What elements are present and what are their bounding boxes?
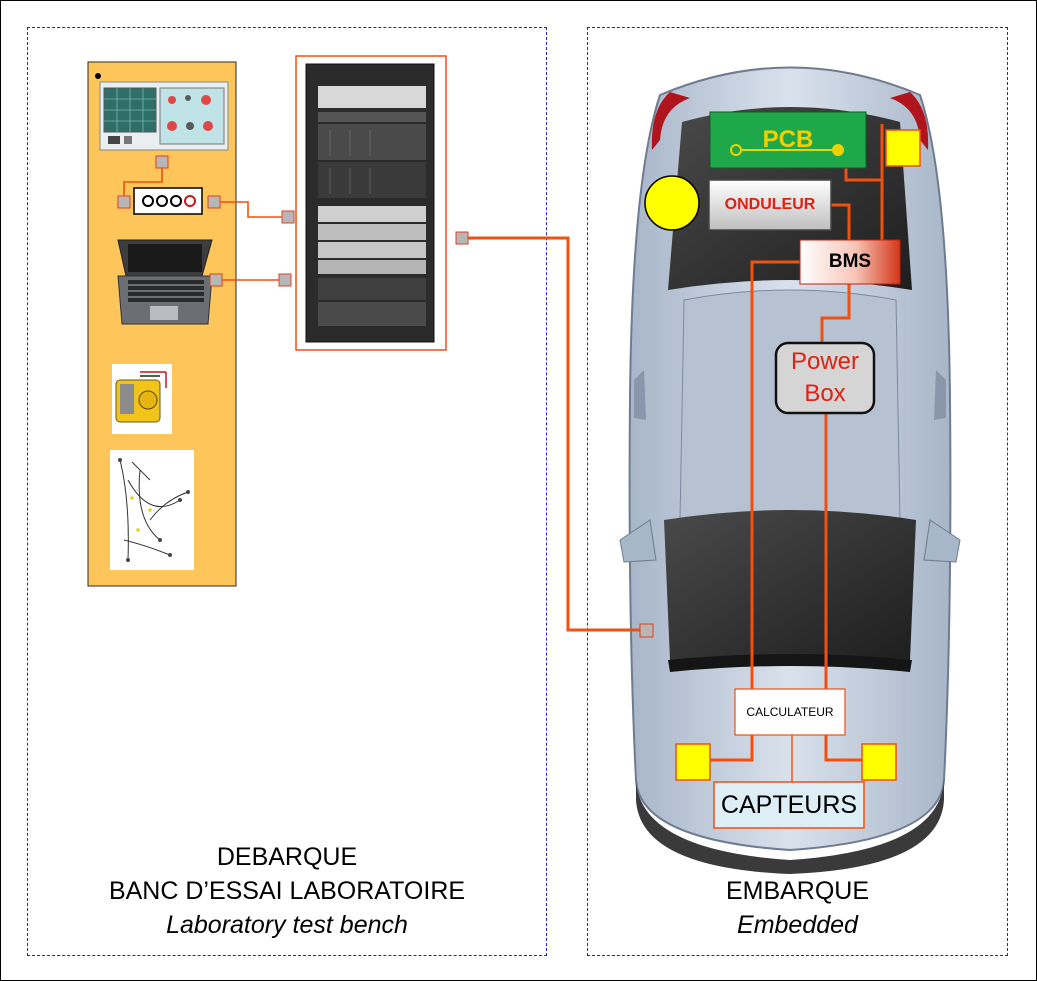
pcb-label: PCB xyxy=(762,126,814,153)
power-box xyxy=(774,341,876,415)
connector-strip-icon xyxy=(133,187,203,215)
bench-translation: Laboratory test bench xyxy=(166,911,408,939)
connector-node xyxy=(207,195,221,209)
calculateur-label: CALCULATEUR xyxy=(746,705,834,719)
connector-node xyxy=(639,623,654,638)
connector-node xyxy=(455,231,469,245)
onduleur-box xyxy=(708,179,832,231)
bench-wiring xyxy=(123,168,282,281)
pcb-trace-icon xyxy=(730,144,844,156)
embedded-panel-border xyxy=(587,27,1008,956)
motor-node xyxy=(644,175,700,231)
bms-box xyxy=(799,239,901,285)
capteurs-label: CAPTEURS xyxy=(720,790,858,819)
connector-node xyxy=(209,273,223,287)
bench-title: DEBARQUE xyxy=(216,843,358,871)
connector-node xyxy=(278,273,292,287)
power-box-label: Power Box xyxy=(790,348,860,407)
embedded-title: EMBARQUE xyxy=(725,877,870,905)
bench-caption: DEBARQUE BANC D’ESSAI LABORATOIRE Labora… xyxy=(27,840,547,942)
sensor-node-left xyxy=(675,743,711,781)
pcb-box xyxy=(709,111,867,169)
multimeter-icon xyxy=(112,364,172,434)
wiring-harness-icon xyxy=(110,450,194,570)
onduleur-label: ONDULEUR xyxy=(724,196,816,213)
laptop-icon xyxy=(117,239,213,325)
oscilloscope-icon xyxy=(99,81,229,151)
sensor-node-right xyxy=(861,743,897,781)
bench-panel-border xyxy=(27,27,547,956)
server-rack-icon xyxy=(295,55,447,351)
bms-label: BMS xyxy=(828,251,872,272)
embedded-translation: Embedded xyxy=(737,911,858,939)
embedded-caption: EMBARQUE Embedded xyxy=(587,874,1008,942)
calculateur-box xyxy=(734,688,846,736)
bench-subtitle: BANC D’ESSAI LABORATOIRE xyxy=(108,877,466,905)
capteurs-box xyxy=(713,781,865,829)
car-wiring xyxy=(468,124,884,762)
pcb-sensor-node xyxy=(885,129,921,167)
connector-node xyxy=(281,210,295,224)
connector-node xyxy=(155,155,169,169)
connector-node xyxy=(117,195,131,209)
